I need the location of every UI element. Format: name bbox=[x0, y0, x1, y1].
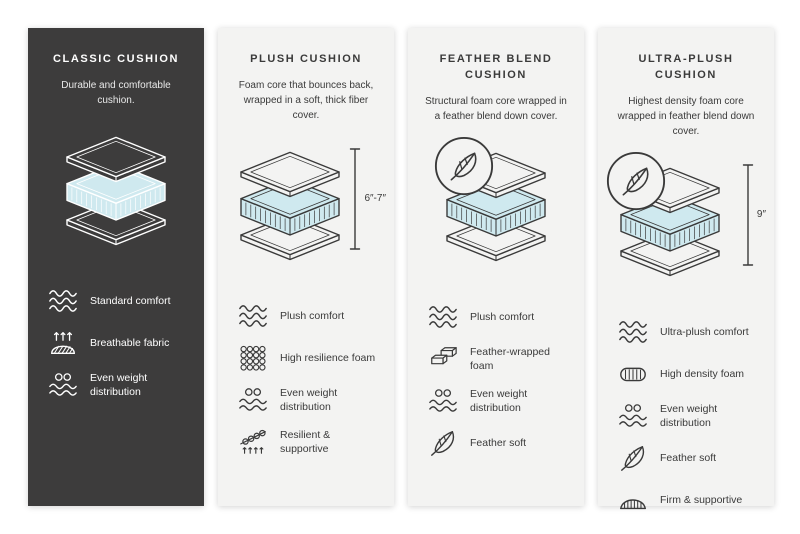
waves-icon bbox=[618, 317, 648, 347]
feature-label: Breathable fabric bbox=[90, 336, 170, 349]
feature-label: Firm & supportive bbox=[660, 493, 743, 506]
feature-row: Feather soft bbox=[618, 443, 760, 473]
even-weight-icon bbox=[238, 385, 268, 415]
cushion-layers-illustration bbox=[234, 151, 346, 262]
spring-icon bbox=[238, 427, 268, 457]
even-weight-icon bbox=[48, 370, 78, 400]
feature-label: High resilience foam bbox=[280, 351, 376, 364]
card-feather-blend-cushion: FEATHER BLEND CUSHION Structural foam co… bbox=[408, 28, 584, 506]
cushion-diagram bbox=[422, 136, 570, 288]
height-label: 9″ bbox=[756, 209, 766, 221]
card-title: CLASSIC CUSHION bbox=[52, 53, 180, 65]
feature-label: Plush comfort bbox=[280, 309, 345, 322]
feature-label: Feather soft bbox=[660, 451, 717, 464]
feature-row: Even weight distribution bbox=[238, 385, 380, 415]
feature-row: High density foam bbox=[618, 359, 760, 389]
even-weight-icon bbox=[618, 401, 648, 431]
card-title: PLUSH CUSHION bbox=[250, 53, 362, 65]
breathable-fabric-icon bbox=[48, 328, 78, 358]
even-weight-icon bbox=[428, 386, 458, 416]
feature-label: Plush comfort bbox=[470, 310, 535, 323]
card-description: Structural foam core wrapped in a feathe… bbox=[425, 95, 567, 122]
feature-label: Feather soft bbox=[470, 436, 527, 449]
cushion-diagram: 9″ bbox=[606, 151, 766, 303]
high-resilience-foam-icon bbox=[238, 343, 268, 373]
feature-row: Even weight distribution bbox=[618, 401, 760, 431]
feature-row: Firm & supportive bbox=[618, 485, 760, 515]
feature-row: Plush comfort bbox=[238, 301, 380, 331]
feature-label: Even weight distribution bbox=[660, 402, 718, 429]
card-title: ULTRA-PLUSH CUSHION bbox=[638, 53, 734, 81]
card-plush-cushion: PLUSH CUSHION Foam core that bounces bac… bbox=[218, 28, 394, 506]
feature-list: Plush comfort High resilience foam Even … bbox=[232, 301, 380, 457]
feature-row: Ultra-plush comfort bbox=[618, 317, 760, 347]
cushion-diagram: 6″-7″ bbox=[232, 139, 386, 287]
feature-row: Breathable fabric bbox=[48, 328, 190, 358]
card-title: FEATHER BLEND CUSHION bbox=[439, 53, 553, 81]
feature-list: Plush comfort Feather-wrapped foam Even … bbox=[422, 302, 570, 458]
feather-badge-icon bbox=[606, 151, 666, 210]
cushion-layers-illustration bbox=[60, 136, 172, 247]
card-ultra-plush-cushion: ULTRA-PLUSH CUSHION Highest density foam… bbox=[598, 28, 774, 506]
height-bracket: 9″ bbox=[742, 163, 766, 267]
high-density-foam-icon bbox=[618, 359, 648, 389]
height-bracket-line bbox=[349, 147, 361, 251]
waves-icon bbox=[48, 286, 78, 316]
feature-label: Ultra-plush comfort bbox=[660, 325, 749, 338]
waves-icon bbox=[238, 301, 268, 331]
feature-list: Standard comfort Breathable fabric Even … bbox=[42, 286, 190, 400]
feature-label: Even weight distribution bbox=[470, 387, 528, 414]
feature-label: High density foam bbox=[660, 367, 745, 380]
feature-row: Even weight distribution bbox=[428, 386, 570, 416]
feature-row: Even weight distribution bbox=[48, 370, 190, 400]
waves-icon bbox=[428, 302, 458, 332]
bricks-icon bbox=[428, 344, 458, 374]
feather-badge-icon bbox=[434, 136, 494, 195]
feather-icon bbox=[618, 443, 648, 473]
feature-label: Standard comfort bbox=[90, 294, 171, 307]
feature-label: Resilient & supportive bbox=[280, 428, 331, 455]
feature-row: Plush comfort bbox=[428, 302, 570, 332]
height-bracket-line bbox=[742, 163, 754, 267]
feature-label: Even weight distribution bbox=[90, 371, 148, 398]
feature-label: Feather-wrapped foam bbox=[470, 345, 550, 372]
feature-row: Standard comfort bbox=[48, 286, 190, 316]
feature-row: Resilient & supportive bbox=[238, 427, 380, 457]
height-label: 6″-7″ bbox=[364, 193, 386, 205]
feature-row: Feather-wrapped foam bbox=[428, 344, 570, 374]
feature-list: Ultra-plush comfort High density foam Ev… bbox=[612, 317, 760, 515]
feature-label: Even weight distribution bbox=[280, 386, 338, 413]
card-description: Durable and comfortable cushion. bbox=[61, 79, 171, 106]
feature-row: Feather soft bbox=[428, 428, 570, 458]
card-classic-cushion: CLASSIC CUSHION Durable and comfortable … bbox=[28, 28, 204, 506]
feather-icon bbox=[428, 428, 458, 458]
height-bracket: 6″-7″ bbox=[349, 147, 386, 251]
feature-row: High resilience foam bbox=[238, 343, 380, 373]
card-description: Foam core that bounces back, wrapped in … bbox=[238, 79, 374, 121]
card-description: Highest density foam core wrapped in fea… bbox=[617, 95, 755, 137]
firm-supportive-icon bbox=[618, 485, 648, 515]
cushion-diagram bbox=[42, 124, 190, 272]
